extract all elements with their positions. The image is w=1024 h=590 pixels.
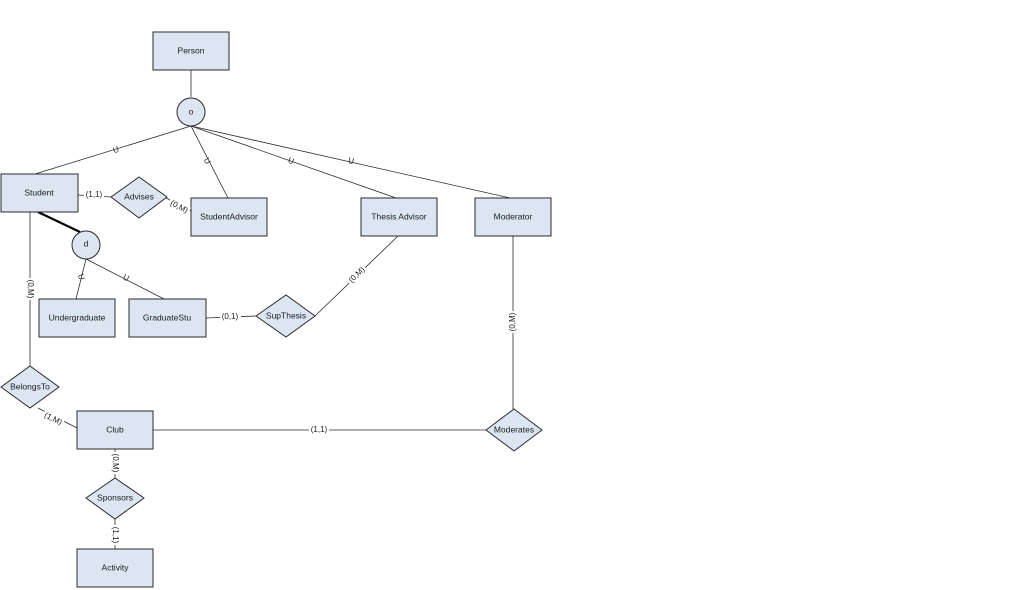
- relationship-advises[interactable]: Advises: [110, 176, 168, 219]
- subset-symbols: U U U U U U: [76, 145, 355, 284]
- cardinality-sponsors-activity: (1,1): [111, 527, 120, 544]
- entity-label: Thesis Advisor: [371, 211, 426, 221]
- cardinality-student-belongsto: (0,M): [26, 280, 35, 299]
- overlap-to-student-line: [34, 125, 192, 175]
- subset-symbol-undergrad: U: [76, 273, 86, 281]
- cardinality-club-moderates: (1,1): [311, 425, 328, 434]
- cardinality-moderator-moderates: (0,M): [508, 312, 517, 331]
- entity-label: Undergraduate: [49, 312, 106, 322]
- cardinality-labels: (1,1) (0,M) (0,1) (0,M) (0,M) (1,M) (1,1…: [25, 190, 518, 545]
- relationship-label: BelongsTo: [10, 381, 50, 391]
- entity-label: GraduateStu: [143, 312, 191, 322]
- entity-label: StudentAdvisor: [200, 211, 258, 221]
- cardinality-club-sponsors: (0,M): [111, 454, 120, 473]
- entity-label: Person: [178, 45, 205, 55]
- disjoint-to-undergrad-line: [75, 258, 87, 300]
- entity-thesis-advisor[interactable]: Thesis Advisor: [360, 197, 438, 237]
- subset-symbol-student: U: [112, 145, 121, 156]
- student-to-disjoint-line: [37, 211, 81, 233]
- relationship-supthesis[interactable]: SupThesis: [255, 294, 316, 338]
- entity-undergraduate[interactable]: Undergraduate: [38, 298, 116, 338]
- cardinality-gradstu-supthesis: (0,1): [222, 312, 239, 321]
- disjoint-circle[interactable]: d: [71, 230, 101, 260]
- relationship-label: Moderates: [494, 424, 534, 434]
- relationship-label: SupThesis: [266, 310, 306, 320]
- subset-symbol-thesisadvisor: U: [287, 156, 296, 167]
- entity-label: Student: [24, 187, 54, 197]
- disjoint-to-gradstu-line: [85, 258, 165, 300]
- overlap-to-moderator-line: [190, 125, 511, 199]
- entity-label: Moderator: [494, 211, 533, 221]
- overlap-to-studentadvisor-line: [190, 125, 229, 199]
- entity-label: Club: [106, 424, 124, 434]
- cardinality-student-advises: (1,1): [86, 190, 103, 199]
- subset-symbol-gradstu: U: [121, 273, 130, 284]
- relationship-label: Advises: [124, 191, 154, 201]
- entity-club[interactable]: Club: [76, 410, 154, 450]
- relationship-moderates[interactable]: Moderates: [485, 408, 543, 452]
- entity-person[interactable]: Person: [152, 31, 230, 71]
- entity-graduate-stu[interactable]: GraduateStu: [128, 298, 207, 338]
- subset-symbol-studentadvisor: U: [202, 156, 213, 166]
- overlap-to-thesisadvisor-line: [190, 125, 397, 199]
- disjoint-symbol: d: [84, 238, 89, 248]
- subset-symbol-moderator: U: [347, 156, 355, 166]
- entity-student-advisor[interactable]: StudentAdvisor: [190, 197, 268, 237]
- entity-moderator[interactable]: Moderator: [474, 197, 552, 237]
- entity-activity[interactable]: Activity: [76, 548, 154, 588]
- relationship-sponsors[interactable]: Sponsors: [85, 477, 145, 520]
- overlap-symbol: o: [189, 106, 194, 116]
- entity-student[interactable]: Student: [0, 173, 79, 213]
- overlap-circle[interactable]: o: [176, 97, 206, 127]
- relationship-belongsto[interactable]: BelongsTo: [0, 365, 60, 409]
- entity-label: Activity: [102, 562, 130, 572]
- relationship-label: Sponsors: [97, 492, 133, 502]
